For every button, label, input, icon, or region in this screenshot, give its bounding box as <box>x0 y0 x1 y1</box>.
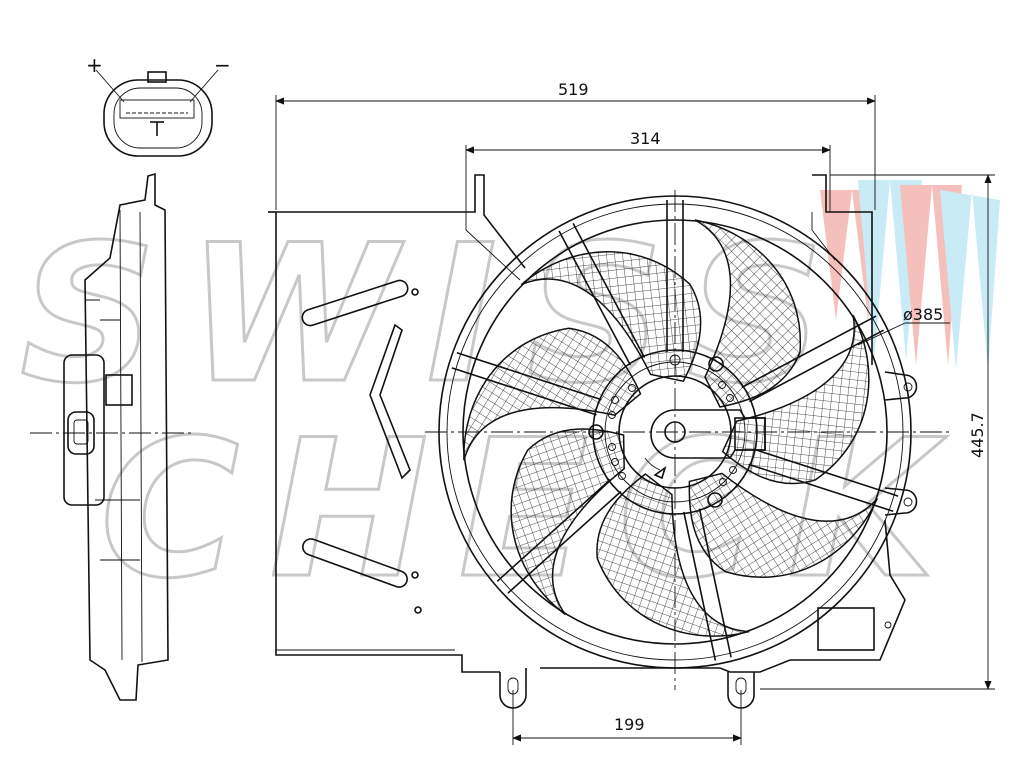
dim-overall-height: 445.7 <box>968 412 987 458</box>
dim-fan-diameter: ø385 <box>903 305 943 324</box>
hub-holes <box>608 381 737 486</box>
side-view <box>30 172 195 701</box>
dim-foot-spacing: 199 <box>614 715 645 734</box>
dim-mount-width: 314 <box>630 129 661 148</box>
center-lines <box>425 190 950 690</box>
connector-plus-label: + <box>86 53 103 77</box>
dim-overall-width: 519 <box>558 80 589 99</box>
dimensions: 519 314 ø385 445.7 199 <box>275 80 995 745</box>
front-view <box>268 174 918 709</box>
connector-minus-label: − <box>214 53 231 77</box>
fan-spokes <box>451 200 899 662</box>
connector-view: + − <box>86 53 231 157</box>
